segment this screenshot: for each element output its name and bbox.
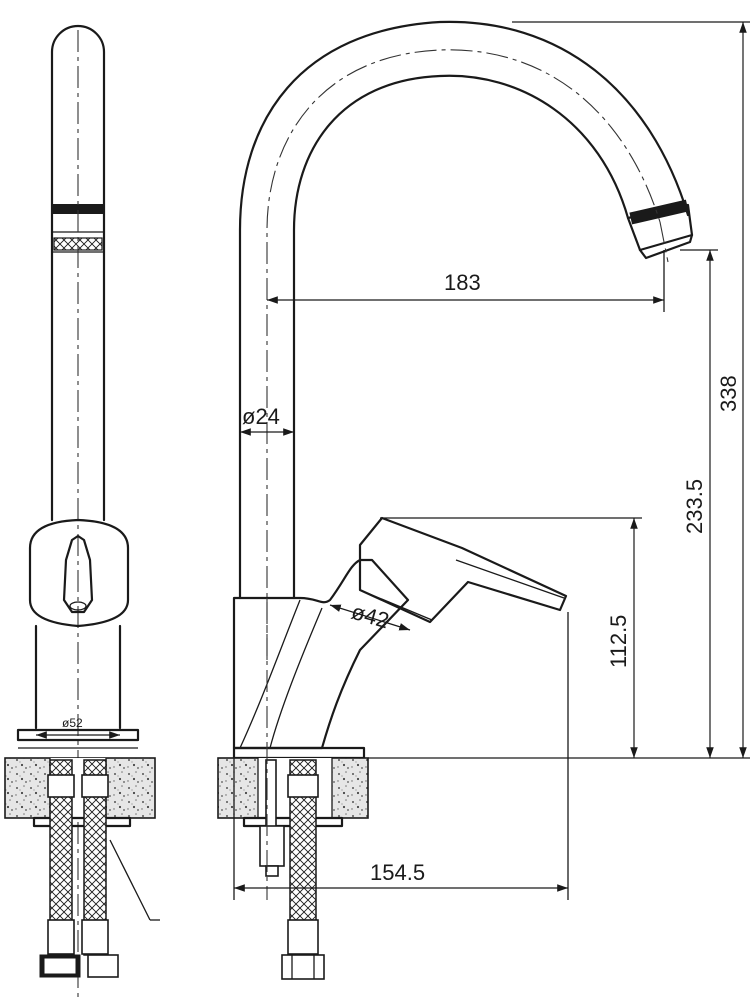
side-mixer-body [232, 558, 410, 750]
side-hose-nut [281, 954, 325, 980]
base-diameter-label: ø52 [62, 716, 83, 730]
front-lever [62, 534, 94, 614]
dim-spout-diameter: ø24 [242, 404, 280, 429]
side-spout-inner [292, 74, 630, 600]
front-spout [50, 24, 106, 522]
front-view: ø52 [4, 24, 160, 1000]
side-mount-nut [259, 825, 285, 867]
dim-total-height: 338 [716, 375, 741, 412]
side-view [217, 20, 694, 980]
dim-spout-reach: 183 [444, 270, 481, 295]
side-spout-outer [238, 20, 690, 600]
dim-lever-height: 112.5 [606, 615, 631, 668]
dim-base-to-lever: 154.5 [370, 860, 425, 885]
dimensions: 183 ø24 ø42 338 233.5 112.5 154.5 [233, 21, 750, 900]
front-aerator [52, 204, 104, 214]
dim-outlet-height: 233.5 [682, 479, 707, 534]
dim-body-diameter: ø42 [349, 599, 392, 633]
side-lever [358, 516, 568, 624]
front-nut-right [87, 954, 119, 978]
front-mixer-body [28, 518, 130, 628]
front-base [34, 624, 122, 730]
